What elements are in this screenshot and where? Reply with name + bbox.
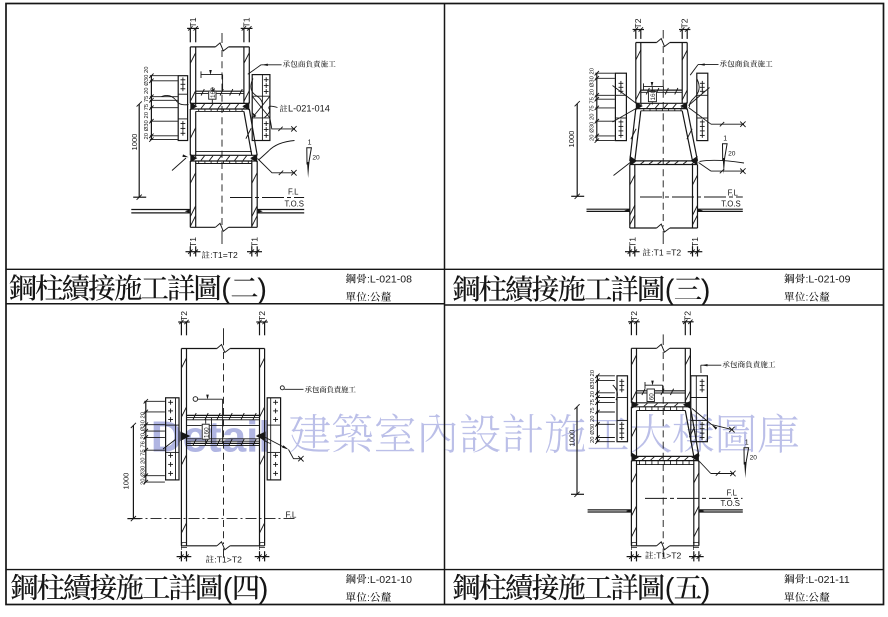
- svg-text::: :: [367, 592, 370, 604]
- svg-text:): ): [257, 273, 267, 305]
- svg-text:160: 160: [210, 87, 217, 98]
- svg-text:T.O.S: T.O.S: [721, 499, 741, 508]
- svg-text:T2: T2: [257, 311, 267, 321]
- svg-text:T1: T1: [188, 17, 198, 27]
- svg-text:T2: T2: [683, 311, 693, 321]
- svg-text:60: 60: [648, 393, 655, 401]
- svg-text:20 Ø30 20 75 75 20 Ø30 20: 20 Ø30 20 75 75 20 Ø30 20: [589, 67, 595, 141]
- svg-text:1000: 1000: [122, 473, 131, 490]
- svg-text:F.L: F.L: [727, 488, 738, 497]
- svg-text:T2: T2: [680, 18, 690, 28]
- svg-text:T1: T1: [188, 237, 198, 247]
- svg-text::L-021-11: :L-021-11: [806, 574, 850, 586]
- svg-text:20 Ø30 20 75 75 20 Ø30 20: 20 Ø30 20 75 75 20 Ø30 20: [590, 369, 596, 443]
- svg-text:F.L: F.L: [288, 187, 299, 196]
- svg-text:T2: T2: [629, 311, 639, 321]
- svg-text:T1: T1: [249, 237, 259, 247]
- svg-text::L-021-10: :L-021-10: [367, 574, 412, 586]
- svg-text:F.L: F.L: [286, 510, 297, 519]
- svg-text:): ): [701, 573, 711, 605]
- svg-text::T1>T2: :T1>T2: [214, 554, 242, 564]
- svg-text:1000: 1000: [567, 131, 576, 148]
- svg-text::T1>T2: :T1>T2: [654, 550, 682, 560]
- svg-text:T1: T1: [627, 237, 637, 247]
- svg-text::T1=T2: :T1=T2: [210, 250, 238, 260]
- svg-text:T1: T1: [257, 540, 267, 550]
- svg-text:20 Ø30 20 75 75 20 Ø30 20: 20 Ø30 20 75 75 20 Ø30 20: [144, 66, 150, 140]
- svg-text:): ): [701, 274, 711, 306]
- svg-text::L-021-09: :L-021-09: [806, 274, 851, 286]
- svg-text:1: 1: [723, 136, 727, 143]
- svg-text:(: (: [665, 274, 675, 306]
- svg-text:20 Ø30 20 75 76 20 Ø30 20: 20 Ø30 20 75 76 20 Ø30 20: [141, 411, 147, 485]
- svg-text:20: 20: [750, 454, 758, 461]
- svg-text::: :: [806, 592, 809, 604]
- svg-text::T1 =T2: :T1 =T2: [651, 248, 681, 258]
- svg-text:): ): [259, 573, 269, 605]
- svg-text:160: 160: [203, 427, 210, 438]
- svg-text:T1: T1: [241, 17, 251, 27]
- svg-text:20: 20: [728, 150, 736, 157]
- svg-text:(: (: [221, 273, 231, 305]
- svg-text:T1: T1: [179, 540, 189, 550]
- svg-text::L-021-08: :L-021-08: [367, 274, 412, 286]
- svg-text:1000: 1000: [567, 430, 576, 447]
- svg-text:F.L: F.L: [728, 189, 739, 198]
- svg-text:T2: T2: [179, 311, 189, 321]
- svg-text:1: 1: [745, 440, 749, 447]
- svg-text:T2: T2: [633, 18, 643, 28]
- svg-text:T1: T1: [691, 540, 701, 550]
- svg-text:T.O.S: T.O.S: [285, 199, 305, 208]
- svg-text:1000: 1000: [130, 134, 139, 151]
- svg-text::: :: [806, 292, 809, 304]
- svg-text:T.O.S: T.O.S: [721, 199, 741, 208]
- svg-text:1: 1: [308, 140, 312, 147]
- svg-text:160: 160: [650, 89, 657, 100]
- svg-text:L-021-014: L-021-014: [288, 104, 330, 114]
- svg-text:T1: T1: [690, 237, 700, 247]
- svg-text::: :: [367, 292, 370, 304]
- svg-text:(: (: [665, 573, 675, 605]
- svg-text:(: (: [223, 573, 233, 605]
- svg-text:T1: T1: [629, 540, 639, 550]
- svg-text:20: 20: [312, 154, 320, 161]
